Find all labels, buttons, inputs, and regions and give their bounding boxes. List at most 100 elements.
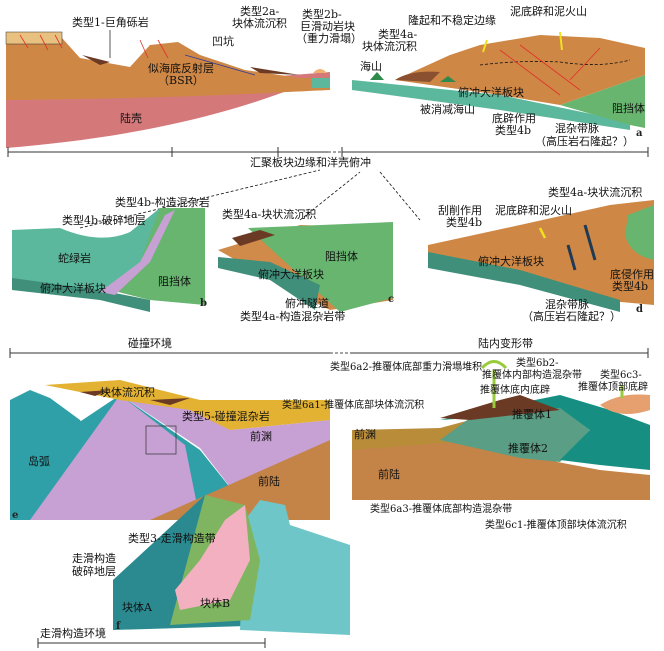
label-backstop: 阻挡体 — [612, 101, 645, 115]
foredeep-right — [352, 420, 480, 455]
label-c-melange: 类型4a-构造混杂岩带 — [240, 309, 345, 323]
label-e-mtd: 块体流沉积 — [100, 385, 155, 399]
top-mtd — [600, 394, 650, 414]
slide-block — [313, 69, 327, 73]
seamount — [370, 72, 384, 80]
carbonate-platform — [5, 31, 63, 45]
oceanic-slab-edge — [312, 78, 330, 88]
label-subducted-seamount: 被消减海山 — [420, 102, 475, 116]
label-crust: 陆壳 — [120, 111, 142, 125]
label-c-backstop: 阻挡体 — [325, 249, 358, 263]
foredeep-sediment — [45, 380, 330, 430]
label-slab: 俯冲大洋板块 — [458, 85, 524, 99]
mtd-4a — [395, 71, 440, 82]
backstop-d — [625, 205, 654, 260]
panel-label-a: a — [636, 128, 643, 139]
section-title-intracontinental: 陆内变形带 — [478, 336, 533, 350]
label-d-slab: 俯冲大洋板块 — [478, 254, 544, 268]
label-d-erosion-2: 类型4b — [612, 279, 648, 293]
label-seamount: 海山 — [360, 59, 382, 73]
label-vein-2: （高压岩石隆起？） — [535, 134, 634, 148]
label-pit: 凹坑 — [212, 34, 234, 48]
slab-b — [12, 278, 150, 312]
label-type2b-3: （重力滑塌） — [296, 31, 362, 45]
panel-a-right — [352, 31, 645, 130]
label-type6b2: 类型6b2- — [516, 356, 559, 369]
label-f-broken-2: 破碎地层 — [72, 564, 116, 578]
label-f-broken: 走滑构造 — [72, 551, 116, 565]
label-d-erosion: 底侵作用 — [610, 267, 654, 281]
subducted-seamount — [440, 76, 456, 82]
panel-label-c: c — [388, 294, 394, 305]
label-type6a3: 类型6a3-推覆体底部构造混杂带 — [370, 502, 512, 515]
wedge-body — [395, 35, 645, 105]
wedge-d — [428, 200, 654, 305]
label-blockA: 块体A — [122, 600, 153, 614]
label-ophiolite: 蛇绿岩 — [58, 251, 91, 265]
inset-box — [145, 425, 177, 455]
panel-label-e: e — [12, 510, 18, 521]
label-type4a: 类型4a- — [378, 27, 418, 41]
label-type6a1: 类型6a1-推覆体底部块体流沉积 — [282, 398, 424, 411]
mud-volcano-icon — [482, 31, 563, 53]
slope-sediment — [6, 35, 330, 100]
label-nappe2: 推覆体2 — [508, 441, 548, 455]
section-title-convergent: 汇聚板块边缘和洋壳俯冲 — [250, 155, 371, 169]
panel-b — [12, 208, 205, 312]
label-c-mtd: 类型4a-块状流沉积 — [222, 207, 316, 221]
subducting-slab — [352, 80, 630, 130]
label-e-type5: 类型5-碰撞混杂岩 — [182, 409, 270, 423]
label-c-channel: 俯冲隧道 — [285, 296, 329, 310]
breccia-deposit — [82, 55, 110, 65]
mtd-e — [80, 390, 190, 405]
block-b-outer — [240, 500, 350, 635]
section-title-collision: 碰撞环境 — [128, 336, 172, 350]
label-type1: 类型1-巨角砾岩 — [72, 15, 149, 29]
panel-d — [428, 200, 654, 312]
panel-label-b: b — [200, 298, 207, 309]
label-vein: 混杂带脉 — [555, 121, 599, 135]
panel-label-d: d — [636, 304, 643, 315]
backstop-b — [110, 208, 205, 305]
label-type4a-2: 块体流沉积 — [362, 39, 417, 53]
label-type2a: 类型2a- — [240, 4, 280, 18]
panel-nappe — [352, 360, 650, 500]
strike-slip-zone — [175, 505, 250, 610]
scale-bar-1 — [7, 147, 649, 157]
panel-a-left — [5, 31, 330, 148]
nappe-2 — [440, 405, 590, 462]
label-right-foreland: 前陆 — [378, 467, 400, 481]
label-b-broken: 类型4b-破碎地层 — [62, 213, 146, 227]
label-b-backstop: 阻挡体 — [158, 274, 191, 288]
melange-zone-b — [100, 210, 175, 295]
panel-e — [10, 380, 330, 520]
backstop-c — [248, 222, 393, 312]
label-d-vein-2: （高压岩石隆起？） — [522, 309, 621, 323]
label-type6c3-2: 推覆体顶部底辟 — [578, 380, 648, 393]
foreland — [150, 440, 330, 520]
scale-bar-2 — [9, 348, 649, 358]
label-type3: 类型3-走滑构造带 — [128, 531, 216, 545]
slab-d — [428, 252, 620, 312]
label-e-foredeep: 前渊 — [250, 429, 272, 443]
label-bsr-2: （BSR） — [158, 74, 204, 87]
label-nappe1: 推覆体1 — [512, 407, 552, 421]
label-d-scrape-2: 类型4b — [446, 215, 482, 229]
panel-c — [218, 222, 393, 312]
diapir-green — [480, 360, 508, 408]
mtd-c — [232, 230, 275, 246]
label-type2a-2: 块体流沉积 — [232, 16, 287, 30]
panel-label-f: f — [116, 621, 121, 632]
label-type6c3: 类型6c3- — [600, 368, 642, 381]
backstop — [560, 75, 645, 128]
slab-c — [218, 257, 320, 310]
section-title-strike-slip: 走滑构造环境 — [40, 626, 106, 640]
label-mud-volcano: 泥底辟和泥火山 — [510, 4, 587, 18]
label-right-foredeep: 前渊 — [354, 427, 376, 441]
label-uplift: 隆起和不稳定边缘 — [408, 13, 496, 27]
scale-bar-3 — [37, 638, 266, 648]
label-c-slab: 俯冲大洋板块 — [258, 267, 324, 281]
bsr-line — [184, 54, 256, 76]
